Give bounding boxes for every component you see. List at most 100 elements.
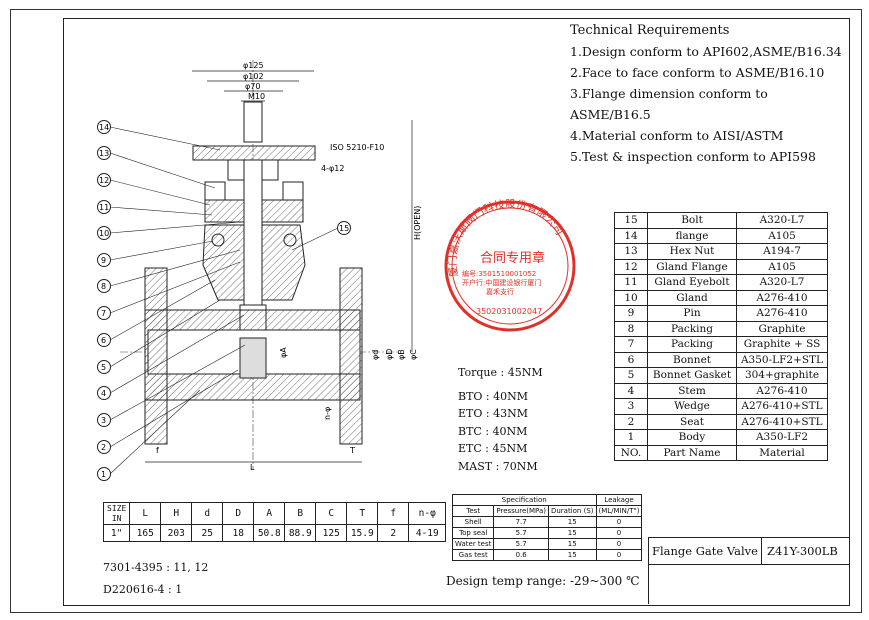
callout-12: 12 [97, 173, 211, 206]
dim-A: φA [279, 347, 288, 358]
spec-cell: 0.6 [493, 549, 549, 561]
dim-D: φD [385, 349, 394, 360]
callout-6: 6 [97, 279, 216, 347]
callout-1: 1 [97, 389, 201, 481]
dim-d: φd [371, 350, 380, 360]
svg-text:1: 1 [101, 470, 106, 479]
svg-text:13: 13 [99, 149, 109, 158]
product-name: Flange Gate Valve [652, 544, 758, 558]
spec-col-header: Pressure(MPa) [493, 505, 549, 517]
callout-13: 13 [97, 146, 216, 189]
requirements-title: Technical Requirements [570, 23, 730, 38]
dim-phi102: φ102 [243, 72, 264, 81]
spec-cell: 5.7 [493, 538, 549, 550]
part-no: 1 [614, 429, 648, 446]
spec-cell: 0 [595, 549, 643, 561]
torque-line: Torque : 45NM [458, 366, 543, 379]
dimension-header: d [191, 502, 224, 525]
svg-text:11: 11 [99, 203, 109, 212]
title-block: Flange Gate Valve Z41Y-300LB [648, 537, 850, 565]
part-material: A320-L7 [736, 212, 828, 229]
note-line: 7301-4395 : 11, 12 [103, 561, 209, 574]
dimension-header: n-φ [408, 502, 447, 525]
dimension-value: 165 [129, 524, 162, 542]
outer-frame [10, 9, 862, 613]
dimension-value: 2 [377, 524, 410, 542]
part-material: A105 [736, 258, 828, 275]
svg-text:6: 6 [101, 336, 106, 345]
part-no: 12 [614, 258, 648, 275]
part-name: Packing [647, 320, 737, 337]
part-material: A350-LF2+STL [736, 351, 828, 368]
part-no: 5 [614, 367, 648, 384]
part-no: 13 [614, 243, 648, 260]
part-name: Packing [647, 336, 737, 353]
spec-cell: 0 [595, 527, 643, 539]
spec-group-row: Specification Leakage [452, 494, 643, 506]
size-value: 1" [102, 524, 131, 542]
part-material: A350-LF2 [736, 429, 828, 446]
callout-11: 11 [97, 200, 213, 216]
svg-text:2: 2 [101, 443, 106, 452]
part-name: Gland Flange [647, 258, 737, 275]
part-material: Graphite + SS [736, 336, 828, 353]
dimension-header: B [284, 502, 317, 525]
spec-cell: Gas test [451, 549, 495, 561]
part-name: Body [647, 429, 737, 446]
svg-text:4: 4 [101, 389, 106, 398]
torque-line: MAST : 70NM [458, 459, 538, 473]
svg-text:14: 14 [99, 123, 109, 132]
callout-14: 14 [97, 120, 221, 151]
torque-values: Torque : 45NM BTO : 40NM ETO : 43NM BTC … [458, 364, 543, 475]
spec-cell: Water test [451, 538, 495, 550]
svg-text:9: 9 [101, 256, 106, 265]
dimension-header: A [253, 502, 286, 525]
requirement-item: 2.Face to face conform to ASME/B16.10 [570, 65, 825, 80]
part-no: 9 [614, 305, 648, 322]
dimension-header: f [377, 502, 410, 525]
part-material: Graphite [736, 320, 828, 337]
callout-4: 4 [97, 314, 245, 400]
dimension-header: C [315, 502, 348, 525]
spec-cell: 0 [595, 538, 643, 550]
spec-cell: 0 [595, 516, 643, 528]
dimension-value: 15.9 [346, 524, 379, 542]
dimension-value: 18 [222, 524, 255, 542]
parts-header-no: NO. [614, 444, 648, 461]
part-name: Bonnet Gasket [647, 367, 737, 384]
callout-15: 15 [291, 221, 351, 251]
svg-text:10: 10 [99, 229, 109, 238]
part-name: Pin [647, 305, 737, 322]
part-no: 10 [614, 289, 648, 306]
part-material: A276-410 [736, 289, 828, 306]
dimension-value: 4-19 [408, 524, 447, 542]
part-no: 2 [614, 413, 648, 430]
svg-text:15: 15 [339, 224, 349, 233]
dim-t: T [349, 446, 355, 455]
svg-text:12: 12 [99, 176, 109, 185]
spec-cell: 15 [547, 538, 597, 550]
part-name: Hex Nut [647, 243, 737, 260]
dimension-header: L [129, 502, 162, 525]
part-material: A276-410 [736, 305, 828, 322]
dim-nphi: n-φ [323, 407, 332, 420]
part-no: 8 [614, 320, 648, 337]
requirement-item: 1.Design conform to API602,ASME/B16.34 [570, 44, 842, 59]
dimension-value: 203 [160, 524, 193, 542]
leakage-header: Leakage [595, 494, 643, 506]
part-no: 14 [614, 227, 648, 244]
part-no: 15 [614, 212, 648, 229]
